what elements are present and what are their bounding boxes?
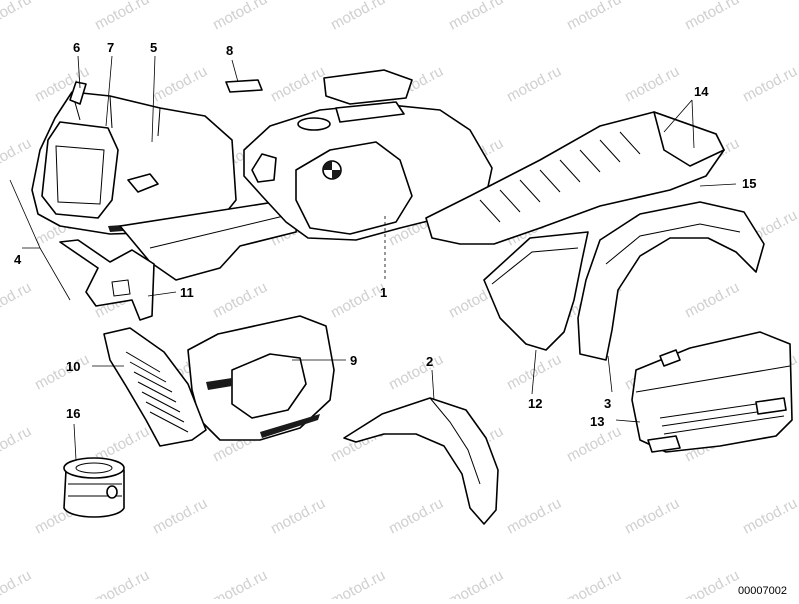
callout-5: 5 (150, 40, 157, 55)
rubber-sleeve (63, 457, 125, 518)
callout-2: 2 (426, 354, 433, 369)
grille-panel (103, 327, 207, 447)
watermark-text: motod.ru (210, 567, 270, 599)
rear-fender (577, 201, 765, 361)
watermark-text: motod.ru (682, 0, 742, 34)
watermark-text: motod.ru (150, 63, 210, 106)
fuel-tank (243, 69, 493, 241)
watermark-text: motod.ru (446, 567, 506, 599)
front-mudguard (343, 397, 499, 525)
watermark-text: motod.ru (564, 567, 624, 599)
watermark-text: motod.ru (504, 495, 564, 538)
watermark-text: motod.ru (92, 0, 152, 34)
emblem-plate (225, 79, 263, 93)
watermark-text: motod.ru (564, 423, 624, 466)
callout-14: 14 (694, 84, 709, 99)
watermark-text: motod.ru (0, 135, 34, 178)
callout-10: 10 (66, 359, 80, 374)
watermark-text: motod.ru (32, 351, 92, 394)
watermark-text: motod.ru (328, 0, 388, 34)
callout-13: 13 (590, 414, 604, 429)
watermark-text: motod.ru (682, 567, 742, 599)
callout-9: 9 (350, 353, 357, 368)
mounting-bracket (59, 239, 155, 321)
watermark-text: motod.ru (268, 495, 328, 538)
watermark-text: motod.ru (740, 495, 799, 538)
watermark-text: motod.ru (386, 495, 446, 538)
watermark-text: motod.ru (682, 279, 742, 322)
watermark-text: motod.ru (0, 0, 34, 34)
watermark-text: motod.ru (268, 63, 328, 106)
callout-3: 3 (604, 396, 611, 411)
watermark-text: motod.ru (386, 351, 446, 394)
leader-lines (9, 55, 737, 461)
fairing-bracket (69, 81, 87, 105)
callout-labels: 6 7 5 8 4 11 1 14 15 10 9 2 12 3 16 13 (14, 40, 756, 429)
watermark-text: motod.ru (0, 423, 34, 466)
watermark-text: motod.ru (622, 495, 682, 538)
callout-8: 8 (226, 43, 233, 58)
callout-12: 12 (528, 396, 542, 411)
callout-6: 6 (73, 40, 80, 55)
under-seat-tray (483, 231, 589, 351)
callout-16: 16 (66, 406, 80, 421)
callout-4: 4 (14, 252, 22, 267)
callout-15: 15 (742, 176, 756, 191)
watermark-text: motod.ru (328, 567, 388, 599)
watermark-text: motod.ru (504, 63, 564, 106)
watermark-text: motod.ru (622, 63, 682, 106)
side-cover (187, 315, 335, 441)
callout-11: 11 (180, 285, 194, 300)
callout-1: 1 (380, 285, 387, 300)
side-case (631, 331, 793, 453)
watermark-text: motod.ru (150, 495, 210, 538)
watermark-text: motod.ru (210, 0, 270, 34)
watermark-text: motod.ru (0, 279, 34, 322)
watermark-text: motod.ru (446, 0, 506, 34)
seat (425, 111, 725, 245)
watermark-text: motod.ru (740, 63, 799, 106)
watermark-text: motod.ru (564, 0, 624, 34)
front-fairing (31, 91, 237, 235)
diagram-number: 00007002 (738, 585, 787, 597)
callout-7: 7 (107, 40, 114, 55)
watermark-text: motod.ru (92, 567, 152, 599)
watermark-text: motod.ru (210, 279, 270, 322)
watermark-text: motod.ru (0, 567, 34, 599)
